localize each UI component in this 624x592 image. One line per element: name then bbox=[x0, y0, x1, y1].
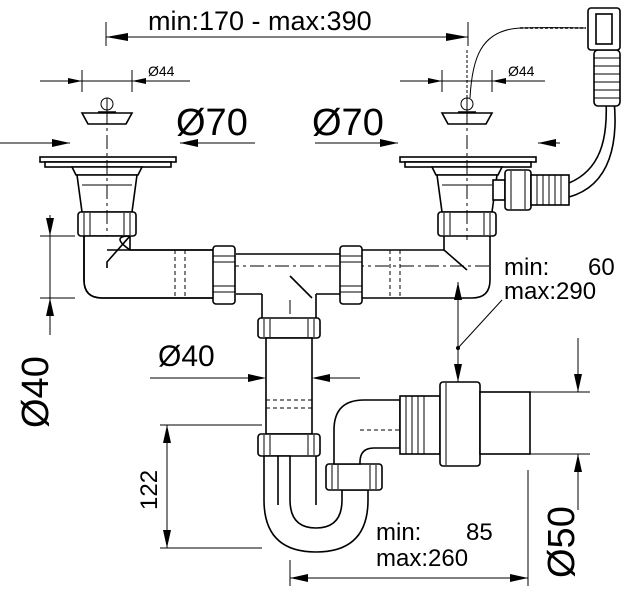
side-diameter-dimension: Ø40 bbox=[15, 215, 75, 428]
outlet-offset-dimension: min: 85 max:260 bbox=[289, 470, 529, 586]
outlet-elbow bbox=[333, 381, 531, 467]
side-diameter-label: Ø40 bbox=[15, 356, 57, 428]
trap-pipe-dimension: Ø40 bbox=[150, 340, 360, 382]
overflow-hose bbox=[587, 7, 621, 107]
branch-height-min-label: min: bbox=[504, 254, 549, 281]
left-outlet-dimension: Ø44 bbox=[40, 63, 190, 92]
waste-outlet-dimension: Ø50 bbox=[530, 338, 590, 578]
right-branch-nut bbox=[339, 245, 363, 305]
right-outlet-dimension: Ø44 bbox=[400, 63, 545, 92]
right-flange-dimension: Ø70 bbox=[312, 102, 560, 147]
trap-outlet-nut bbox=[325, 463, 383, 491]
u-bend bbox=[263, 455, 369, 553]
left-strainer bbox=[39, 156, 177, 237]
plug-chain bbox=[466, 27, 587, 99]
left-flange-dimension: Ø70 bbox=[0, 102, 255, 147]
trap-height-label: 122 bbox=[136, 470, 163, 510]
left-flange-label: Ø70 bbox=[176, 102, 248, 144]
trap-pipe-label: Ø40 bbox=[158, 340, 215, 373]
trap-height-dimension: 122 bbox=[136, 424, 262, 549]
outlet-offset-min-value: 85 bbox=[466, 519, 493, 546]
overall-span-label: min:170 - max:390 bbox=[148, 6, 372, 36]
left-outlet-label: Ø44 bbox=[148, 63, 175, 79]
left-branch-nut bbox=[212, 245, 236, 305]
right-outlet-label: Ø44 bbox=[508, 63, 535, 79]
branch-height-dimension: min: 60 max:290 bbox=[454, 254, 615, 382]
trap-nut bbox=[257, 433, 321, 457]
branch-height-max: max:290 bbox=[504, 278, 596, 305]
right-flange-label: Ø70 bbox=[312, 102, 384, 144]
branch-height-min-value: 60 bbox=[588, 254, 615, 281]
outlet-offset-max: max:260 bbox=[376, 545, 468, 572]
branch-pipe bbox=[83, 235, 491, 299]
downpipe bbox=[257, 275, 321, 435]
overflow-connector bbox=[492, 99, 616, 211]
overall-span-dimension: min:170 - max:390 bbox=[105, 6, 469, 46]
outlet-offset-min-label: min: bbox=[376, 519, 421, 546]
waste-outlet-label: Ø50 bbox=[541, 506, 583, 578]
